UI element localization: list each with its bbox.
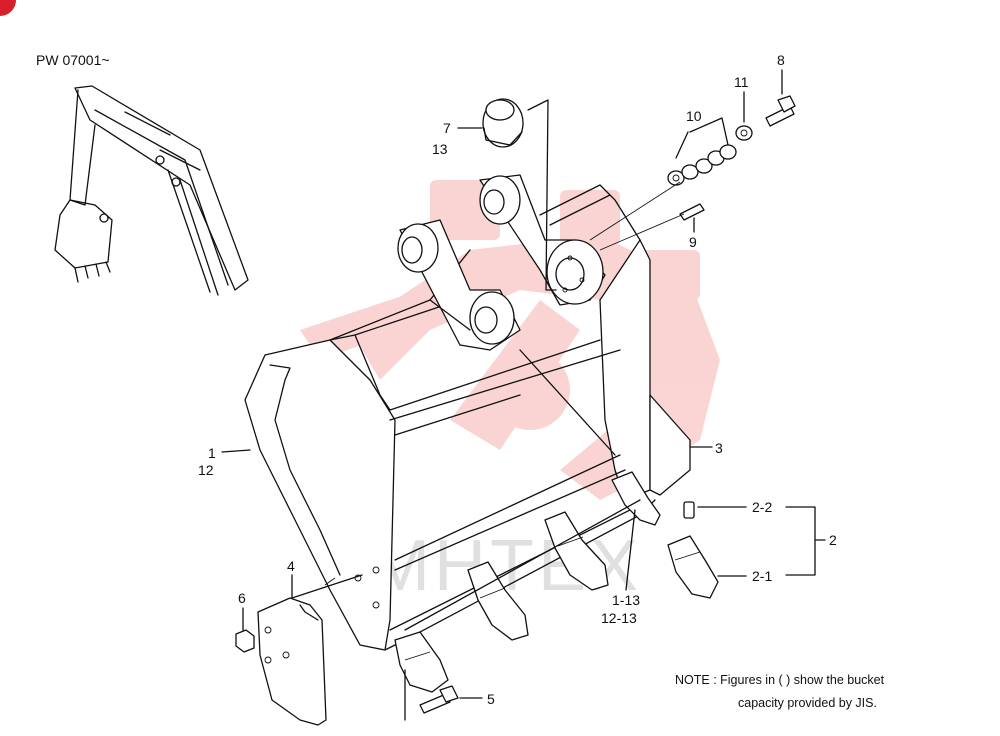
replacement-tooth <box>667 535 719 599</box>
washer-part <box>735 125 753 141</box>
callout-9: 9 <box>689 234 697 250</box>
mounting-bosses <box>397 174 606 351</box>
callout-4: 4 <box>287 558 295 574</box>
note-line-1: NOTE : Figures in ( ) show the bucket <box>675 673 885 687</box>
callout-3: 3 <box>715 440 723 456</box>
callout-12-13: 12-13 <box>601 610 637 626</box>
shim-set <box>667 144 737 186</box>
note-line-2: capacity provided by JIS. <box>738 696 877 710</box>
tooth-bolt-part <box>419 685 459 714</box>
callout-1: 1 <box>208 445 216 461</box>
callout-10: 10 <box>686 108 702 124</box>
tooth-pin <box>683 501 695 519</box>
callout-2-1: 2-1 <box>752 568 773 584</box>
pin-axis-lines <box>589 181 685 251</box>
bucket-body <box>244 184 691 651</box>
nut-part <box>235 629 255 653</box>
bushing-part <box>482 98 524 148</box>
side-guard <box>257 597 327 726</box>
callout-2: 2 <box>829 532 837 548</box>
callout-1-13: 1-13 <box>612 592 641 608</box>
callout-6: 6 <box>238 590 246 606</box>
corner-badge-icon <box>0 0 16 16</box>
series-code-label: PW 07001~ <box>36 52 110 68</box>
callout-2-2: 2-2 <box>752 499 773 515</box>
excavator-sketch <box>54 85 249 296</box>
callout-12: 12 <box>198 462 214 478</box>
callout-13: 13 <box>432 141 448 157</box>
bucket-teeth <box>394 471 661 693</box>
callout-5: 5 <box>487 691 495 707</box>
leader-lines <box>221 69 826 721</box>
pin-part <box>679 203 705 221</box>
callout-7: 7 <box>443 120 451 136</box>
callout-8: 8 <box>777 52 785 68</box>
callout-11: 11 <box>734 74 749 90</box>
bolt-part <box>765 95 796 127</box>
